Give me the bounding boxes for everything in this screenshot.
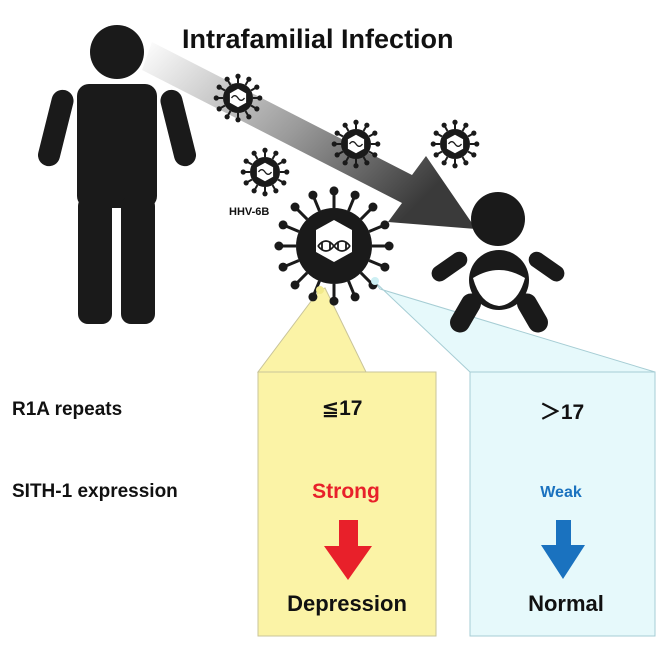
strong-down-arrow (324, 520, 372, 580)
r1a-repeats-label: R1A repeats (12, 399, 123, 420)
virus-particle (331, 119, 381, 169)
dna-helix-icon (317, 240, 351, 252)
virus-particle (213, 73, 263, 123)
infant-diaper (473, 270, 525, 306)
virus-particle (240, 147, 290, 197)
virus-label: HHV-6B (229, 206, 270, 218)
weak-expression-label: Weak (540, 484, 582, 501)
weak-down-arrow (541, 520, 585, 579)
hhv6b-virus (316, 220, 379, 294)
virus-particle (430, 119, 480, 169)
diagram-title: Intrafamilial Infection (182, 24, 454, 54)
normal-outcome-label: Normal (528, 591, 604, 616)
left-repeats-value: ≦17 (321, 397, 363, 420)
right-result-panel (469, 371, 656, 637)
sith1-expression-label: SITH-1 expression (12, 481, 178, 502)
right-repeats-value: ＞17 (539, 401, 585, 424)
depression-outcome-label: Depression (287, 591, 407, 616)
adult-silhouette (38, 25, 196, 324)
left-result-panel (257, 371, 437, 637)
transmission-arrow (142, 42, 476, 229)
strong-expression-label: Strong (312, 480, 380, 503)
